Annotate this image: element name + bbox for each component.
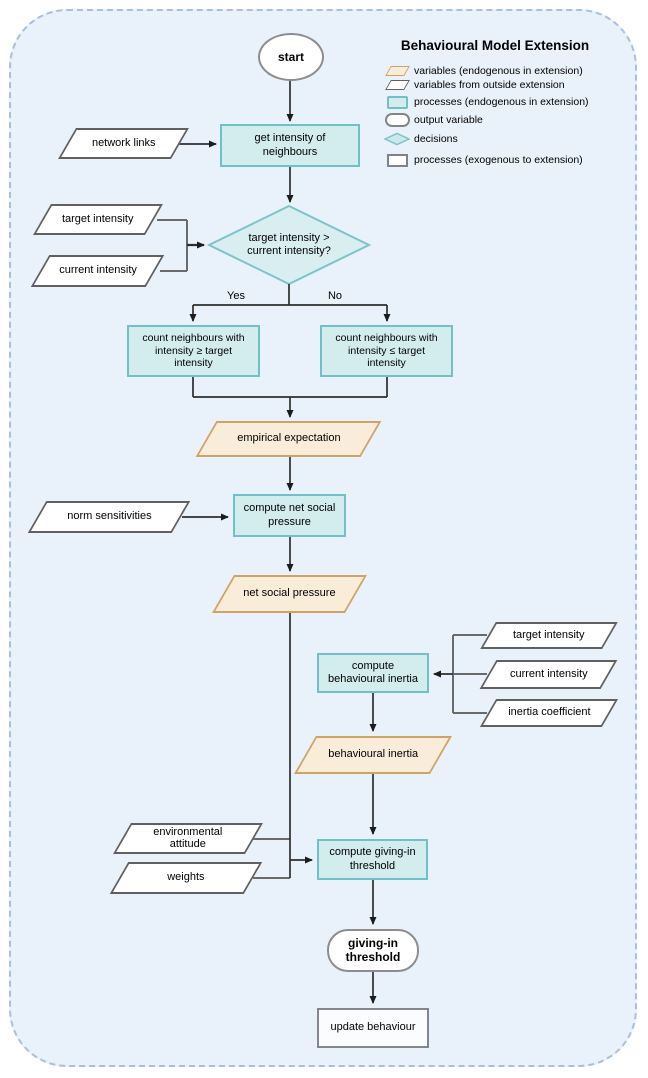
legend-item: variables from outside extension (380, 77, 636, 93)
node-label: norm sensitivities (66, 510, 152, 523)
legend-item-label: variables (endogenous in extension) (414, 64, 583, 77)
node-net-social-pressure: net social pressure (212, 575, 367, 613)
legend-item: processes (endogenous in extension) (380, 94, 636, 110)
node-label: inertia coefficient (507, 706, 591, 719)
node-update-behaviour: update behaviour (317, 1008, 429, 1048)
legend-title: Behavioural Model Extension (400, 38, 590, 53)
legend-item-label: variables from outside extension (414, 78, 565, 91)
node-target-intensity-right: target intensity (480, 622, 618, 649)
decision-diamond-icon (380, 132, 414, 146)
node-decision: target intensity > current intensity? (219, 225, 359, 265)
node-norm-sensitivities: norm sensitivities (27, 501, 191, 533)
legend-item-label: decisions (414, 132, 458, 145)
node-behavioural-inertia: behavioural inertia (294, 736, 452, 774)
node-label: network links (91, 136, 156, 149)
node-label: current intensity (58, 264, 137, 277)
process-exogenous-icon (380, 153, 414, 167)
node-compute-net-social-pressure: compute net social pressure (233, 494, 346, 537)
node-environmental-attitude: environmental attitude (113, 823, 263, 854)
node-compute-giving-in-threshold: compute giving-in threshold (317, 839, 428, 880)
node-label: net social pressure (243, 587, 336, 600)
process-endogenous-icon (380, 95, 414, 109)
node-label: start (277, 49, 304, 64)
node-current-intensity-top: current intensity (30, 255, 165, 287)
node-label: target intensity (62, 212, 134, 225)
parallelogram-endogenous-icon (380, 66, 414, 76)
node-empirical-expectation: empirical expectation (195, 421, 382, 457)
branch-label-yes: Yes (227, 290, 245, 302)
node-target-intensity-top: target intensity (33, 204, 163, 235)
node-count-ge: count neighbours with intensity ≥ target… (127, 325, 260, 377)
node-label: count neighbours with intensity ≥ target… (142, 332, 245, 370)
node-giving-in-threshold: giving-in threshold (327, 929, 419, 972)
node-label: empirical expectation (236, 432, 341, 445)
node-label: compute giving-in threshold (329, 846, 416, 872)
output-variable-icon (380, 113, 414, 127)
legend-item: processes (exogenous to extension) (380, 152, 636, 168)
node-label: current intensity (509, 667, 588, 680)
node-label: count neighbours with intensity ≤ target… (335, 332, 438, 370)
node-inertia-coefficient: inertia coefficient (479, 699, 619, 727)
legend-item-label: output variable (414, 113, 483, 126)
node-label: environmental attitude (153, 826, 223, 851)
node-label: get intensity of neighbours (254, 132, 326, 158)
node-label: behavioural inertia (328, 748, 418, 761)
node-label: update behaviour (330, 1021, 416, 1034)
node-get-intensity-of-neighbours: get intensity of neighbours (220, 124, 360, 167)
node-count-le: count neighbours with intensity ≤ target… (320, 325, 453, 377)
legend-item: output variable (380, 112, 636, 128)
node-label: weights (167, 871, 205, 884)
node-label: compute net social pressure (243, 502, 336, 528)
node-label: giving-in threshold (345, 935, 401, 964)
node-label: compute behavioural inertia (328, 659, 418, 685)
node-label: target intensity > current intensity? (247, 231, 331, 257)
parallelogram-outside-icon (380, 80, 414, 90)
legend-item-label: processes (endogenous in extension) (414, 95, 589, 108)
legend-item: variables (endogenous in extension) (380, 63, 636, 79)
node-compute-behavioural-inertia: compute behavioural inertia (317, 653, 429, 693)
legend-item: decisions (380, 131, 636, 147)
legend-item-label: processes (exogenous to extension) (414, 153, 583, 166)
node-current-intensity-right: current intensity (479, 660, 618, 689)
node-start: start (258, 33, 324, 81)
node-network-links: network links (58, 128, 189, 159)
node-label: target intensity (513, 628, 585, 641)
node-weights: weights (109, 862, 263, 894)
branch-label-no: No (327, 290, 343, 302)
